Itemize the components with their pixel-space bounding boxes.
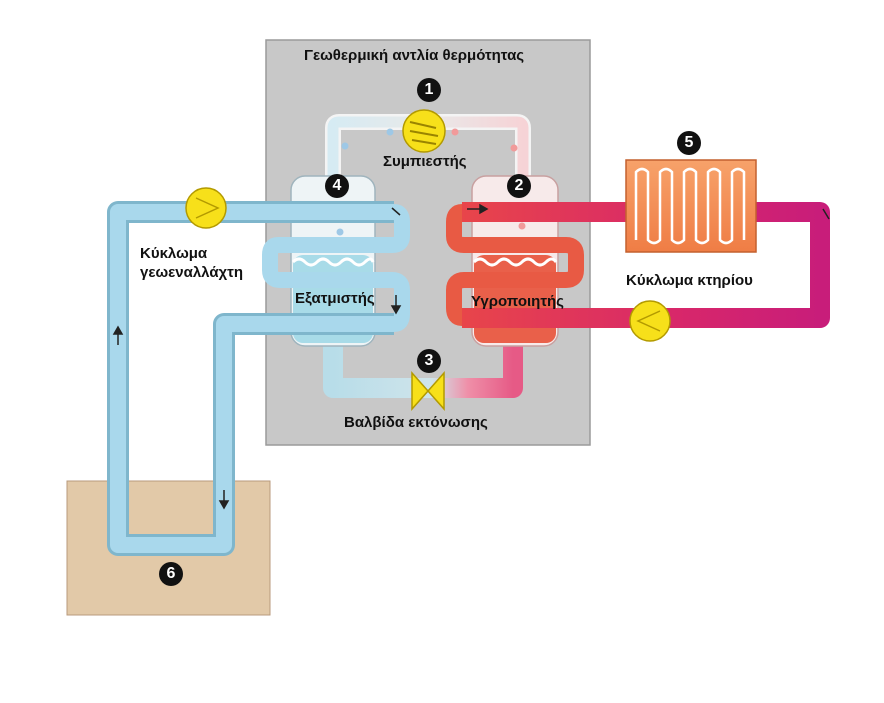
condenser-foam — [472, 257, 558, 267]
radiator-icon — [625, 159, 757, 253]
marker-1: 1 — [417, 78, 441, 102]
marker-5: 5 — [677, 131, 701, 155]
ground-pump-icon — [185, 187, 227, 229]
marker-2: 2 — [507, 174, 531, 198]
expansion-valve-label: Βαλβίδα εκτόνωσης — [344, 414, 488, 431]
compressor-icon — [402, 109, 446, 153]
marker-6: 6 — [159, 562, 183, 586]
refrigerant-dot — [341, 142, 349, 150]
evaporator-foam — [291, 257, 375, 267]
compressor-label: Συμπιεστής — [383, 153, 467, 170]
ground-loop-pipe-fill — [110, 204, 394, 553]
refrigerant-dot — [386, 128, 394, 136]
diagram-title: Γεωθερμική αντλία θερμότητας — [304, 47, 525, 64]
marker-3: 3 — [417, 349, 441, 373]
refrigerant-dot — [451, 128, 459, 136]
flow-arrow-icon — [112, 203, 830, 510]
building-loop-label: Κύκλωμα κτηρίου — [626, 272, 753, 289]
condenser-label: Υγροποιητής — [471, 293, 564, 310]
condenser-coil — [446, 204, 584, 326]
valve-icon — [411, 371, 445, 411]
ground-loop-label-line2: γεωεναλλάχτη — [140, 264, 244, 281]
ground-loop-label-line1: Κύκλωμα — [140, 245, 208, 262]
building-pump-icon — [629, 300, 671, 342]
evaporator-label: Εξατμιστής — [295, 290, 375, 307]
evaporator-coil — [262, 204, 410, 332]
refrigerant-dot — [510, 144, 518, 152]
refrigerant-dot — [336, 228, 344, 236]
marker-4: 4 — [325, 174, 349, 198]
refrigerant-dot — [518, 222, 526, 230]
